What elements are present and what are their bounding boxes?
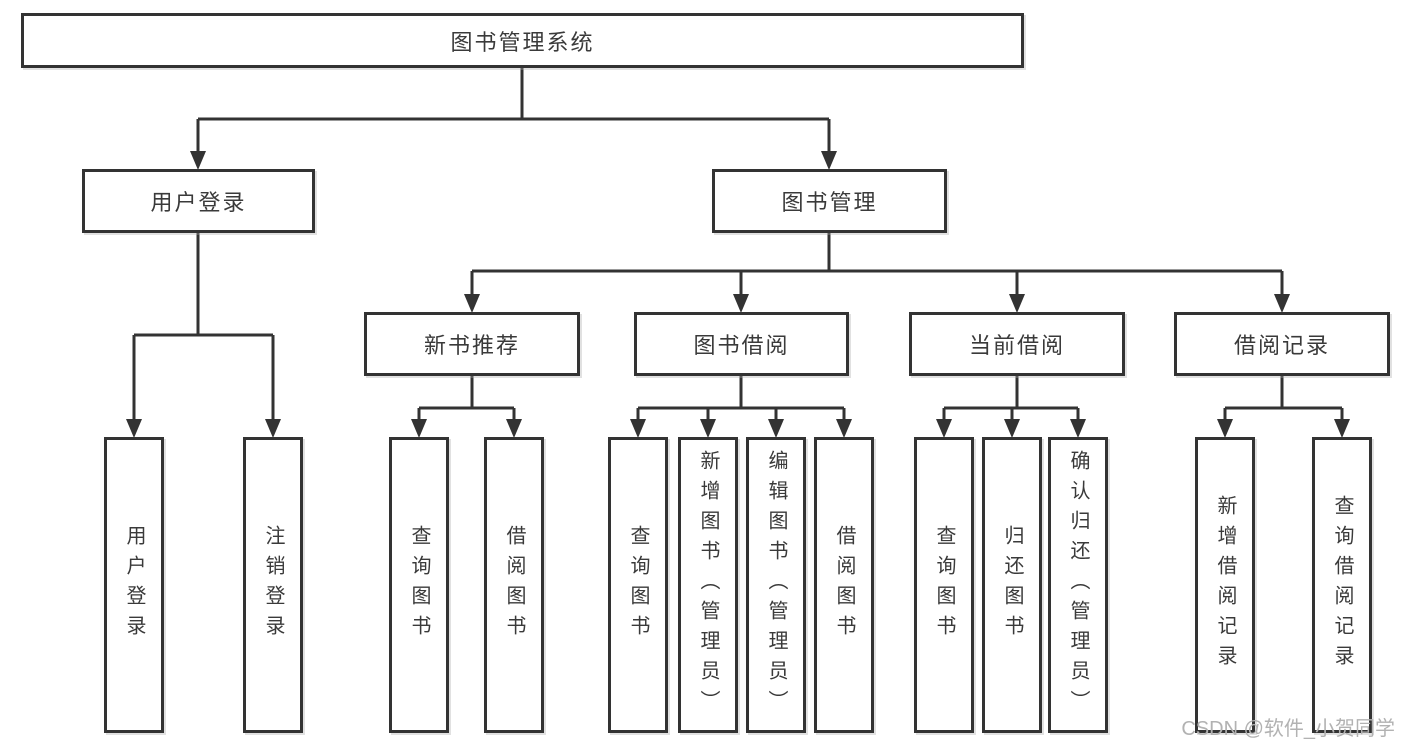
leaf-confirm-return-admin: 确认归还（管理员） <box>1048 437 1108 733</box>
leaf-label: 确认归还（管理员） <box>1067 450 1089 720</box>
leaf-label: 归还图书 <box>1001 525 1023 645</box>
leaf-label: 用户登录 <box>123 525 145 645</box>
leaf-label: 借阅图书 <box>833 525 855 645</box>
leaf-label: 注销登录 <box>262 525 284 645</box>
node-book-management: 图书管理 <box>712 169 947 233</box>
node-current-borrowing: 当前借阅 <box>909 312 1125 376</box>
leaf-query-books-current: 查询图书 <box>914 437 974 733</box>
leaf-query-books-borrow: 查询图书 <box>608 437 668 733</box>
node-new-book-recommend: 新书推荐 <box>364 312 580 376</box>
leaf-label: 编辑图书（管理员） <box>765 450 787 720</box>
node-label: 图书管理系统 <box>450 29 595 55</box>
leaf-label: 新增借阅记录 <box>1214 495 1236 675</box>
leaf-user-login: 用户登录 <box>104 437 164 733</box>
leaf-label: 新增图书（管理员） <box>697 450 719 720</box>
leaf-add-book-admin: 新增图书（管理员） <box>678 437 738 733</box>
leaf-query-books-recommend: 查询图书 <box>389 437 449 733</box>
leaf-label: 借阅图书 <box>503 525 525 645</box>
leaf-edit-book-admin: 编辑图书（管理员） <box>746 437 806 733</box>
node-label: 新书推荐 <box>423 333 520 358</box>
leaf-label: 查询图书 <box>408 525 430 645</box>
leaf-label: 查询借阅记录 <box>1331 495 1353 675</box>
arrow-down-icons <box>126 151 1350 438</box>
leaf-return-book: 归还图书 <box>982 437 1042 733</box>
node-user-login: 用户登录 <box>82 169 315 233</box>
node-library-system: 图书管理系统 <box>21 13 1024 68</box>
csdn-watermark: CSDN @软件_小贺同学 <box>1181 718 1395 740</box>
leaf-add-borrow-record: 新增借阅记录 <box>1195 437 1255 733</box>
node-borrow-records: 借阅记录 <box>1174 312 1390 376</box>
leaf-label: 查询图书 <box>627 525 649 645</box>
node-label: 图书借阅 <box>693 333 790 358</box>
leaf-label: 查询图书 <box>933 525 955 645</box>
node-label: 图书管理 <box>781 190 878 215</box>
node-label: 当前借阅 <box>968 333 1065 358</box>
node-label: 借阅记录 <box>1233 333 1330 358</box>
connector-lines <box>132 68 1344 426</box>
leaf-borrow-book-recommend: 借阅图书 <box>484 437 544 733</box>
leaf-borrow-book-borrow: 借阅图书 <box>814 437 874 733</box>
node-label: 用户登录 <box>150 190 247 215</box>
node-book-borrowing: 图书借阅 <box>634 312 849 376</box>
leaf-query-borrow-record: 查询借阅记录 <box>1312 437 1372 733</box>
leaf-logout: 注销登录 <box>243 437 303 733</box>
